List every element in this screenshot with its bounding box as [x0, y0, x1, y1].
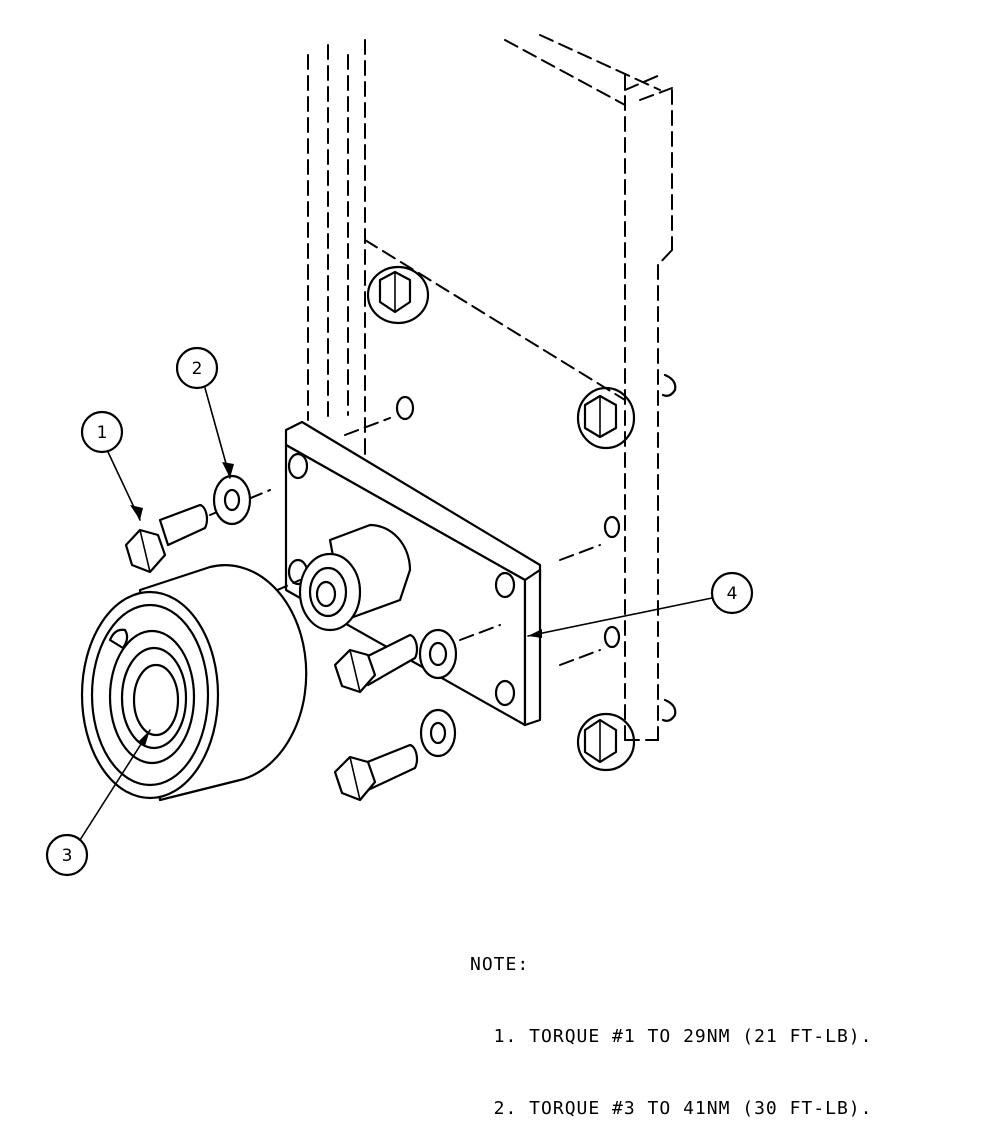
callout-3: 3 — [45, 729, 151, 877]
callout-1: 1 — [80, 410, 143, 521]
notes-heading: NOTE: — [470, 954, 530, 975]
assembly-diagram: 1 2 3 4 — [45, 34, 754, 877]
note-item-2: 2. TORQUE #3 TO 41NM (30 FT-LB). — [470, 1098, 873, 1119]
callout-4: 4 — [527, 571, 754, 638]
notes-block: NOTE: 1. TORQUE #1 TO 29NM (21 FT-LB). 2… — [470, 905, 990, 1145]
callout-1-label: 1 — [97, 423, 108, 443]
callout-2-label: 2 — [192, 359, 203, 379]
frame-bolt-middle — [576, 386, 636, 450]
note-item-1: 1. TORQUE #1 TO 29NM (21 FT-LB). — [470, 1026, 873, 1047]
frame-bolt-top — [366, 265, 430, 325]
pulley-item-3 — [80, 564, 308, 802]
washer-item-2 — [212, 474, 252, 526]
stud-spacer — [298, 523, 412, 632]
frame-bolt-bottom — [576, 712, 636, 772]
exploded-view-drawing: 1 2 3 4 — [45, 34, 754, 877]
callout-2: 2 — [175, 346, 234, 479]
callout-4-label: 4 — [727, 584, 738, 604]
lower-washer — [419, 708, 457, 758]
bolt-middle — [333, 633, 419, 694]
frame-small-holes — [395, 373, 677, 722]
bolt-lower — [333, 743, 419, 802]
plate-washer — [418, 628, 458, 680]
callout-3-label: 3 — [62, 846, 73, 866]
